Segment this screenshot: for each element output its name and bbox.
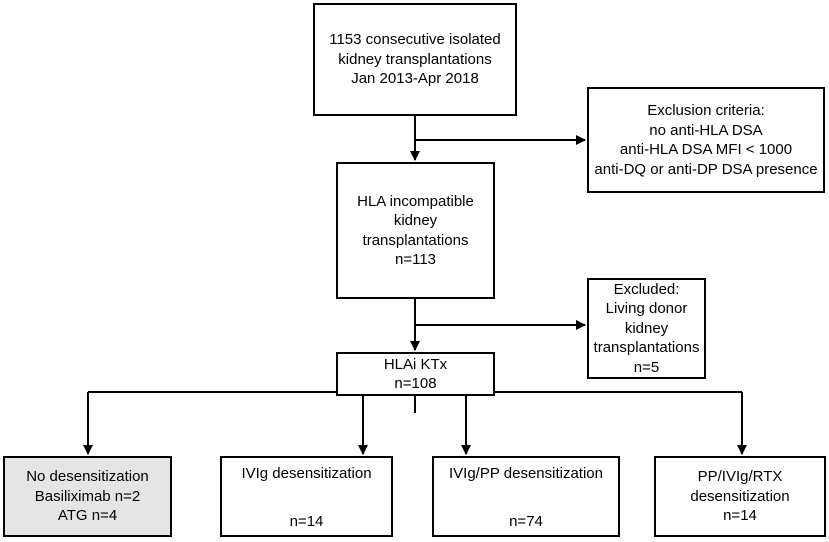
excluded-line-3: kidney	[624, 319, 669, 337]
exclusion-criteria-item: no anti-HLA DSA	[649, 121, 763, 139]
hla-incompatible-line-1: HLA incompatible	[357, 192, 474, 210]
hlai-ktx-label: HLAi KTx	[383, 355, 448, 373]
source-line-3: Jan 2013-Apr 2018	[351, 70, 479, 88]
arm-no-desensitization-atg: ATG n=4	[57, 507, 118, 525]
hla-incompatible-line-2: kidney	[393, 212, 438, 229]
hla-incompatible-line-3: transplantations	[362, 231, 469, 249]
source-line-1: 1153 consecutive isolated	[329, 31, 501, 49]
arm-ivig-pp-box: IVIg/PP desensitization n=74	[432, 456, 620, 537]
arm-no-desensitization-title: No desensitization	[26, 468, 149, 486]
arm-ivig-count: n=14	[289, 512, 324, 530]
excluded-count: n=5	[633, 358, 660, 376]
arm-ivig-pp-label: IVIg/PP desensitization	[449, 465, 603, 482]
arm-pp-ivig-rtx-box: PP/IVIg/RTX desensitization n=14	[654, 456, 826, 537]
hla-incompatible-count: n=113	[394, 251, 436, 268]
excluded-line-4: transplantations	[593, 339, 700, 357]
source-line-2: kidney transplantations	[338, 50, 492, 68]
exclusion-criteria-box: Exclusion criteria: no anti-HLA DSA anti…	[587, 87, 825, 193]
arm-pp-ivig-rtx-count: n=14	[723, 507, 757, 525]
excluded-title: Excluded:	[613, 280, 680, 298]
exclusion-criteria-title: Exclusion criteria:	[647, 102, 765, 119]
arm-pp-ivig-rtx-line-1: PP/IVIg/RTX	[697, 468, 783, 486]
excluded-living-donor-box: Excluded: Living donor kidney transplant…	[587, 278, 706, 379]
hla-incompatible-box: HLA incompatible kidney transplantations…	[336, 162, 495, 299]
arm-pp-ivig-rtx-line-2: desensitization	[690, 487, 790, 505]
hlai-ktx-count: n=108	[394, 375, 437, 392]
arm-no-desensitization-basiliximab: Basiliximab n=2	[34, 487, 141, 505]
source-cohort-box: 1153 consecutive isolated kidney transpl…	[313, 3, 517, 116]
arm-ivig-box: IVIg desensitization n=14	[220, 456, 393, 537]
arm-ivig-label: IVIg desensitization	[241, 465, 372, 482]
excluded-line-2: Living donor	[605, 300, 688, 318]
hlai-ktx-box: HLAi KTx n=108	[336, 352, 495, 396]
arm-no-desensitization-box: No desensitization Basiliximab n=2 ATG n…	[3, 456, 172, 537]
exclusion-criteria-item: anti-DQ or anti-DP DSA presence	[594, 160, 818, 178]
exclusion-criteria-item: anti-HLA DSA MFI < 1000	[619, 141, 793, 158]
arm-ivig-pp-count: n=74	[509, 512, 543, 530]
